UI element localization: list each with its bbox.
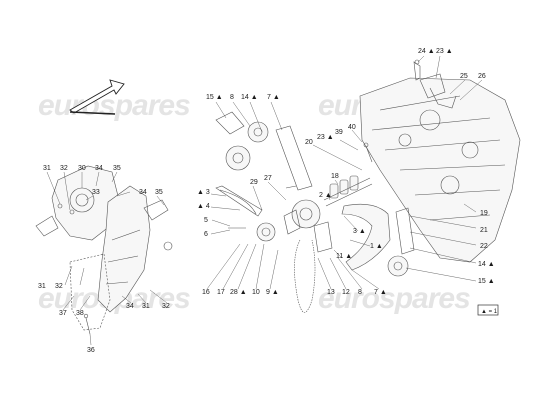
callout-label: 35: [113, 165, 121, 172]
callout-label: ▲ 3: [197, 189, 210, 196]
callout-label: 34: [126, 303, 134, 310]
callout-label: 33: [92, 189, 100, 196]
timing-chain: [294, 239, 316, 313]
callout-label: 26: [478, 73, 486, 80]
callout-label: 5: [204, 217, 208, 224]
callout-label: 32: [162, 303, 170, 310]
callout-label: 22: [480, 243, 488, 250]
callout-label: 31: [142, 303, 150, 310]
callout-label: 9 ▲: [266, 289, 279, 296]
callout-label: 19: [480, 210, 488, 217]
callout-label: 38: [76, 310, 84, 317]
callout-label: 7 ▲: [374, 289, 387, 296]
callout-label: 11 ▲: [336, 253, 352, 260]
callout-label: 35: [155, 189, 163, 196]
callout-label: 34: [139, 189, 147, 196]
callout-label: 14 ▲: [241, 94, 258, 101]
callout-label: 18: [331, 173, 339, 180]
callout-label: 31: [43, 165, 51, 172]
watermark-bottom-right: eurospares: [318, 282, 470, 315]
callout-label: 21: [480, 227, 488, 234]
callout-label: 1 ▲: [370, 243, 383, 250]
callout-label: 29: [250, 179, 258, 186]
callout-label: 15 ▲: [478, 278, 495, 285]
callout-label: 24 ▲: [418, 48, 435, 55]
callout-label: 13: [327, 289, 335, 296]
front-cover-assembly: [35, 165, 173, 331]
cam-pulley-pair: [215, 111, 313, 191]
callout-label: 17: [217, 289, 225, 296]
callout-label: 3 ▲: [353, 228, 366, 235]
callout-label: 34: [95, 165, 103, 172]
callout-label: 8: [230, 94, 234, 101]
callout-label: 10: [252, 289, 260, 296]
callout-label: 31: [38, 283, 46, 290]
callout-label: 12: [342, 289, 350, 296]
callout-label: ▲ 4: [197, 203, 210, 210]
callout-label: 32: [60, 165, 68, 172]
callout-labels: 24 ▲ 23 ▲ 25 26 15 ▲ 8 14 ▲ 7 ▲ 40 23 ▲ …: [38, 48, 495, 354]
callout-label: 20: [305, 139, 313, 146]
watermark-top-left: eurospares: [38, 89, 190, 122]
crank-sprocket-assembly: [256, 199, 333, 253]
callout-label: 23 ▲: [436, 48, 453, 55]
legend-text: ▲ = 1: [481, 309, 498, 315]
callout-label: 28 ▲: [230, 289, 247, 296]
callout-label: 40: [348, 124, 356, 131]
callout-label: 2 ▲: [319, 192, 332, 199]
chain-guide: [215, 185, 263, 217]
callout-label: 39: [335, 129, 343, 136]
callout-label: 15 ▲: [206, 94, 223, 101]
callout-label: 6: [204, 231, 208, 238]
legend-box: ▲ = 1: [477, 304, 499, 316]
callout-label: 36: [87, 347, 95, 354]
direction-arrow-icon: [69, 79, 125, 115]
callout-label: 8: [358, 289, 362, 296]
sensor-part: [413, 59, 421, 81]
callout-label: 14 ▲: [478, 261, 495, 268]
spring-set: [323, 175, 373, 207]
leader-lines: [46, 55, 483, 346]
tensioner-shoe: [341, 203, 415, 277]
callout-label: 30: [78, 165, 86, 172]
screw-set: [83, 142, 373, 335]
callout-label: 7 ▲: [267, 94, 280, 101]
callout-label: 27: [264, 175, 272, 182]
callout-label: 37: [59, 310, 67, 317]
callout-label: 16: [202, 289, 210, 296]
engine-block: [359, 73, 521, 263]
callout-label: 25: [460, 73, 468, 80]
callout-label: 23 ▲: [317, 134, 334, 141]
callout-label: 32: [55, 283, 63, 290]
